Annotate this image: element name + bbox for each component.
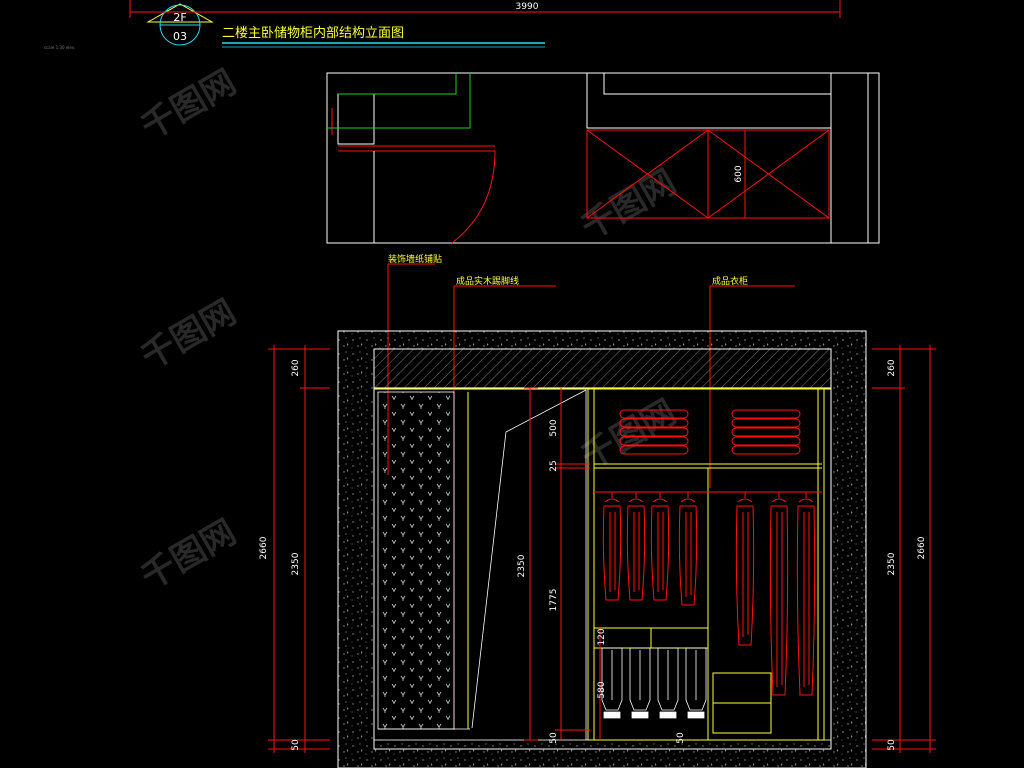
dim-right-2350: 2350 [887, 552, 897, 575]
garment [796, 492, 816, 696]
floor-label: 2F [173, 11, 186, 24]
top-dimension: 3990 [129, 0, 841, 18]
garment [678, 492, 698, 606]
hanging-clothes [602, 492, 816, 696]
dim-600: 600 [734, 165, 744, 182]
dim-50-a: 50 [549, 732, 559, 744]
dim-1775: 1775 [549, 589, 559, 612]
dim-right-50: 50 [887, 739, 897, 751]
dim-3990: 3990 [516, 2, 539, 12]
watermark-text: 千图网 [575, 392, 683, 478]
trouser [629, 647, 651, 719]
callout-skirting: 成品实木踢脚线 [456, 275, 519, 287]
dim-50-b: 50 [676, 732, 686, 744]
watermark-text: 千图网 [575, 162, 683, 248]
dim-25: 25 [549, 460, 559, 471]
elevation-walls [337, 330, 867, 768]
dim-left-2660: 2660 [259, 536, 269, 559]
garment [735, 492, 755, 646]
door-leaf [471, 389, 587, 740]
drawing-title: 二楼主卧储物柜内部结构立面图 [222, 25, 404, 41]
dimension-labels: 260 2660 2350 50 260 2350 2660 50 2350 5… [259, 359, 927, 751]
callout-wardrobe: 成品衣柜 [712, 275, 748, 287]
dimensions [268, 345, 936, 753]
dim-left-50: 50 [291, 739, 301, 751]
watermark-text: 千图网 [135, 512, 243, 598]
garment [769, 492, 789, 696]
trouser [601, 647, 623, 719]
wallpaper-panel [377, 391, 470, 730]
watermark-text: 千图网 [135, 292, 243, 378]
sheet-label: 03 [173, 30, 187, 43]
garment [602, 492, 622, 601]
dim-door-2350: 2350 [517, 554, 527, 577]
dim-left-260: 260 [291, 359, 301, 376]
dim-left-2350: 2350 [291, 552, 301, 575]
watermark-text: 千图网 [135, 62, 243, 148]
title-block: 2F 03 二楼主卧储物柜内部结构立面图 scale 1:30 elev. [44, 3, 545, 50]
garment [626, 492, 646, 601]
dim-500: 500 [549, 419, 559, 436]
wardrobe [587, 388, 825, 741]
dim-right-260: 260 [887, 359, 897, 376]
trouser [685, 647, 707, 719]
trouser [657, 647, 679, 719]
callout-wallpaper: 装饰墙纸铺贴 [388, 253, 442, 265]
trousers [601, 647, 707, 719]
dim-580: 580 [597, 681, 607, 698]
dim-120: 120 [597, 628, 607, 645]
folded-clothes [619, 409, 801, 455]
small-note: scale 1:30 elev. [44, 45, 75, 50]
garment [650, 492, 670, 601]
plan-view: 600 [326, 72, 880, 244]
dim-right-2660: 2660 [917, 536, 927, 559]
